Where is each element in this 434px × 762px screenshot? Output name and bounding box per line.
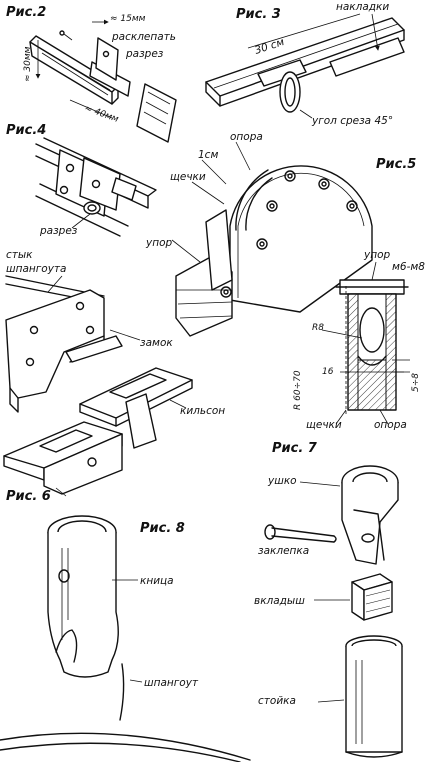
- fig7-rivet: [264, 524, 337, 543]
- fig3-title: Рис. 3: [236, 7, 281, 22]
- fig5-section-upor: упор: [363, 249, 391, 261]
- fig8-shpangout-label: шпангоут: [144, 677, 199, 689]
- fig7-eyelet: [299, 465, 399, 565]
- fig7-stoyka-label: стойка: [258, 695, 296, 707]
- fig5-r8: R8: [312, 323, 324, 333]
- figure-7: Рис. 7 ушко заклепка вкладыш: [254, 441, 403, 758]
- fig7-ushko-label: ушко: [267, 475, 297, 487]
- fig2-dim-30: ≈ 30мм: [23, 46, 33, 82]
- fig8-title: Рис. 8: [140, 521, 185, 536]
- figure-3: Рис. 3 накладки 30 см угол среза 45°: [205, 1, 405, 127]
- fig3-dim-30cm: 30 см: [253, 36, 286, 57]
- fig4-joint-drawing: [35, 137, 157, 237]
- fig6-keelson-plate: [79, 367, 193, 449]
- fig6-title: Рис. 6: [6, 489, 51, 504]
- fig2-tube-drawing: [29, 19, 177, 143]
- fig7-vkladysh-label: вкладыш: [254, 595, 305, 607]
- fig4-razrez-label: разрез: [39, 225, 78, 237]
- fig3-nakladki-label: накладки: [336, 1, 389, 13]
- fig8-bracket: [0, 515, 251, 762]
- fig6-styk-line1: стык: [6, 249, 33, 261]
- figure-5: Рис.5 опора: [145, 131, 425, 431]
- fig7-post: [317, 635, 403, 758]
- fig2-razrez-label: разрез: [125, 48, 164, 60]
- fig2-dim-40: ≈ 40мм: [83, 103, 120, 125]
- fig7-title: Рис. 7: [272, 441, 318, 456]
- fig3-rail-drawing: [205, 13, 405, 119]
- fig5-title: Рис.5: [376, 157, 416, 172]
- fig6-styk-line2: шпангоута: [6, 263, 66, 275]
- fig5-section-view: [321, 261, 410, 425]
- fig5-support-block: [171, 141, 373, 337]
- fig3-ugol-label: угол среза 45°: [311, 115, 393, 127]
- fig5-r60: R 60÷70: [293, 370, 303, 410]
- figure-6: стык шпангоута замок кильсон: [3, 249, 225, 504]
- fig4-title: Рис.4: [6, 123, 46, 138]
- fig5-bolt-size: м6-м8: [392, 261, 425, 273]
- figure-8: Рис. 8 кница шпангоут: [0, 515, 251, 762]
- fig6-lock-piece: [3, 421, 123, 497]
- fig6-frame-joint: [5, 275, 141, 413]
- fig5-shchechki-label: щечки: [170, 171, 206, 183]
- fig5-dim-5-8: 5÷8: [411, 373, 421, 392]
- fig5-upor-label: упор: [145, 237, 173, 249]
- fig7-zaklepka-label: заклепка: [258, 545, 309, 557]
- fig6-kilson-label: кильсон: [180, 405, 225, 417]
- fig7-insert: [314, 573, 393, 621]
- fig5-dim-1cm: 1см: [198, 149, 218, 161]
- fig6-zamok-label: замок: [140, 337, 173, 349]
- figure-2: Рис.2 ≈ 15мм расклепать разрез: [6, 5, 177, 143]
- fig8-knitsa-label: кница: [140, 575, 174, 587]
- fig2-title: Рис.2: [6, 5, 46, 20]
- fig5-dim-16: 16: [322, 367, 334, 377]
- fig2-dim-15: ≈ 15мм: [110, 14, 146, 24]
- fig5-opora-label: опора: [230, 131, 263, 143]
- fig5-section-shchechki: щечки: [306, 419, 342, 431]
- fig2-raskleplat-label: расклепать: [111, 31, 176, 43]
- figure-4: Рис.4 разрез: [6, 123, 157, 237]
- fig5-section-opora: опора: [374, 419, 407, 431]
